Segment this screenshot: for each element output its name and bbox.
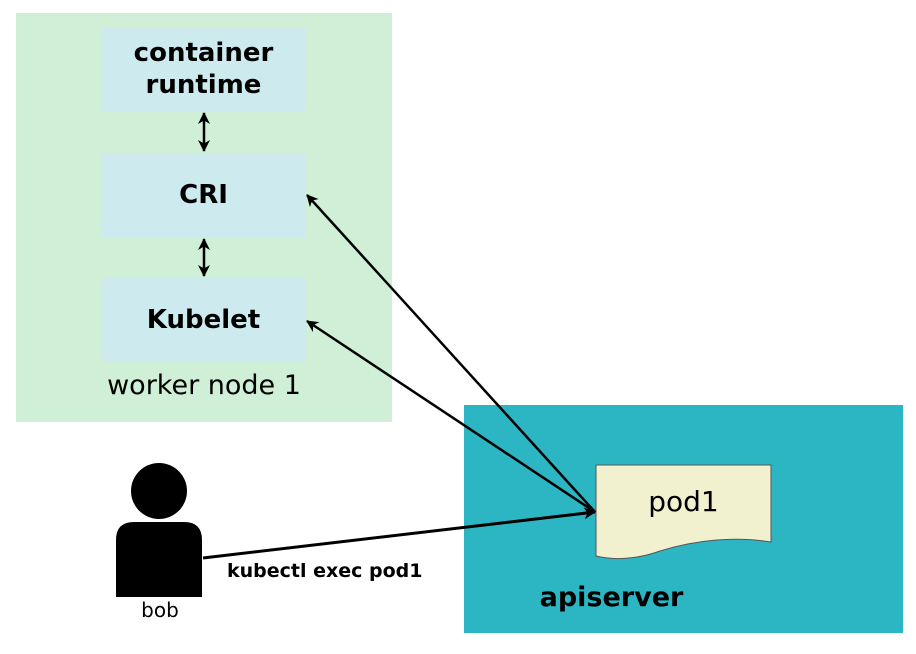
pod-to-cri-arrow (306, 194, 596, 513)
pod-label: pod1 (648, 485, 719, 518)
pod-to-kubelet-arrow (306, 319, 596, 514)
pod-document-icon (595, 464, 772, 560)
command-label: kubectl exec pod1 (227, 560, 423, 582)
user-to-pod-arrow (202, 507, 596, 560)
container-runtime-box: container runtime (101, 27, 306, 111)
worker-node-label: worker node 1 (107, 370, 301, 401)
kubelet-box: Kubelet (101, 278, 306, 362)
person-silhouette-icon (116, 463, 202, 597)
cri-box: CRI (101, 153, 306, 237)
user-name-label: bob (141, 598, 179, 622)
apiserver-label: apiserver (539, 582, 684, 613)
